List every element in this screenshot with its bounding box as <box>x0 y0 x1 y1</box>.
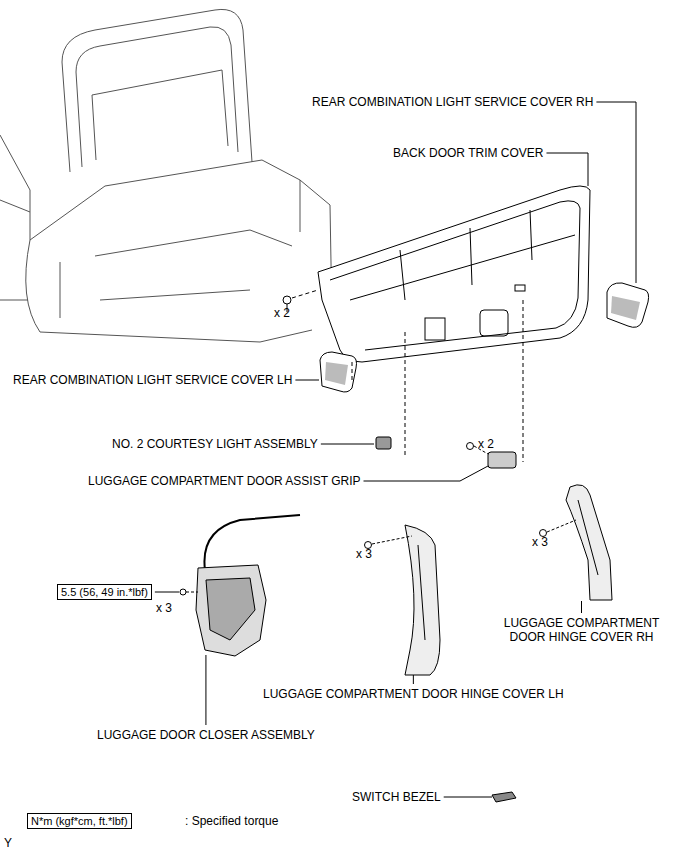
quantity: x 2 <box>478 437 494 451</box>
part-name: REAR COMBINATION LIGHT SERVICE COVER LH <box>13 373 292 387</box>
closer-assembly <box>180 515 300 656</box>
leader-line <box>413 675 414 684</box>
switch-bezel <box>492 792 516 802</box>
leader-line <box>546 153 588 186</box>
leader-line <box>444 797 492 798</box>
part-name: REAR COMBINATION LIGHT SERVICE COVER RH <box>312 95 593 109</box>
leader-line <box>581 601 582 613</box>
quantity: x 3 <box>356 547 372 561</box>
vehicle-rear <box>0 9 332 342</box>
leader-line <box>596 102 636 283</box>
hinge-covers <box>365 485 613 675</box>
leader-line <box>364 466 489 481</box>
small-parts <box>283 290 523 468</box>
legend-text: : Specified torque <box>185 814 278 828</box>
part-name: LUGGAGE DOOR CLOSER ASSEMBLY <box>97 728 315 742</box>
part-name: LUGGAGE COMPARTMENT DOOR HINGE COVER RH <box>499 616 664 644</box>
figure-code: Y <box>4 836 12 850</box>
part-name: LUGGAGE COMPARTMENT DOOR ASSIST GRIP <box>88 474 361 488</box>
part-name: BACK DOOR TRIM COVER <box>393 146 543 160</box>
torque-value: 5.5 (56, 49 in.*lbf) <box>61 586 148 598</box>
torque-value: N*m (kgf*cm, ft.*lbf) <box>31 815 128 827</box>
quantity: x 2 <box>274 306 290 320</box>
leader-line <box>295 380 319 381</box>
service-covers <box>320 283 649 392</box>
quantity: x 3 <box>156 601 172 615</box>
quantity: x 3 <box>532 535 548 549</box>
torque-box: 5.5 (56, 49 in.*lbf) <box>57 584 152 600</box>
part-name: NO. 2 COURTESY LIGHT ASSEMBLY <box>112 437 318 451</box>
part-name: SWITCH BEZEL <box>352 790 441 804</box>
leader-line <box>155 592 179 593</box>
torque-legend-box: N*m (kgf*cm, ft.*lbf) <box>27 813 132 829</box>
trim-cover <box>318 186 590 362</box>
leader-line <box>205 655 206 725</box>
leader-line <box>321 444 374 445</box>
part-name: LUGGAGE COMPARTMENT DOOR HINGE COVER LH <box>263 687 564 701</box>
